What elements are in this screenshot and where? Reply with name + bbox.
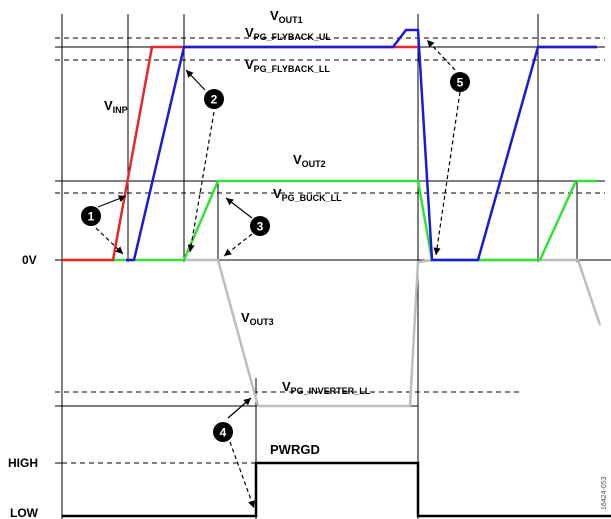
vpg-flyback-ul-label-main: V <box>245 25 254 40</box>
vout1-label-main: V <box>270 8 279 23</box>
low-label: LOW <box>10 506 39 519</box>
arrow-1b <box>95 227 124 255</box>
vpg-buck-ll-label-sub: PG_BUCK_LL <box>282 193 343 203</box>
vout1-trace <box>126 28 597 262</box>
vinp-label-main: V <box>104 98 113 113</box>
vpg-flyback-ul-label-sub: PG_FLYBACK_UL <box>254 32 332 42</box>
callout-badge-1: 1 <box>81 206 101 226</box>
vpg-flyback-ll-label-sub: PG_FLYBACK_LL <box>254 64 331 74</box>
vout3-label-sub: OUT3 <box>250 317 274 327</box>
vpg-inverter-ll-label: VPG_INVERTER_LL <box>282 379 371 396</box>
figure-id-label: 16424-053 <box>601 476 608 510</box>
callout-badge-5: 5 <box>450 72 470 92</box>
vout3-trace <box>184 258 602 408</box>
threshold-lines <box>55 37 605 464</box>
vout1-label-sub: OUT1 <box>279 15 303 25</box>
badge-1-text: 1 <box>88 210 95 224</box>
callout-arrows <box>95 39 461 509</box>
vout2-label: VOUT2 <box>293 152 326 169</box>
badge-2-text: 2 <box>211 93 218 107</box>
badge-5-text: 5 <box>457 76 464 90</box>
callout-badge-3: 3 <box>250 216 270 236</box>
badge-3-text: 3 <box>257 220 264 234</box>
vpg-flyback-ll-label-main: V <box>245 57 254 72</box>
vpg-buck-ll-label: VPG_BUCK_LL <box>273 186 342 203</box>
vout3-label-main: V <box>241 310 250 325</box>
arrow-2a <box>185 69 206 91</box>
pwrgd-label: PWRGD <box>270 442 320 457</box>
callout-badge-2: 2 <box>204 89 224 109</box>
vpg-inverter-ll-label-sub: PG_INVERTER_LL <box>291 386 371 396</box>
vout3-label: VOUT3 <box>241 310 274 327</box>
callout-badge-4: 4 <box>213 422 233 442</box>
vout2-label-main: V <box>293 152 302 167</box>
arrow-5b <box>433 91 461 256</box>
arrow-2b <box>187 111 215 253</box>
zero-volt-label: 0V <box>22 253 37 267</box>
vpg-inverter-ll-label-main: V <box>282 379 291 394</box>
vinp-trace <box>62 45 418 262</box>
reference-lines <box>55 46 611 464</box>
vpg-buck-ll-label-main: V <box>273 186 282 201</box>
arrow-4b <box>229 441 255 509</box>
arrow-5a <box>426 39 456 71</box>
arrow-3b <box>223 233 253 257</box>
vpg-flyback-ul-label: VPG_FLYBACK_UL <box>245 25 331 42</box>
vinp-label-sub: INP <box>113 105 128 115</box>
vout2-label-sub: OUT2 <box>302 159 326 169</box>
vpg-flyback-ll-label: VPG_FLYBACK_LL <box>245 57 330 74</box>
pwrgd-trace <box>62 461 611 518</box>
arrow-1a <box>97 195 127 208</box>
vout1-label: VOUT1 <box>270 8 303 25</box>
high-label: HIGH <box>8 456 38 470</box>
arrow-3a <box>225 197 253 219</box>
badge-4-text: 4 <box>220 426 227 440</box>
vinp-label: VINP <box>104 98 128 115</box>
arrow-4a <box>227 397 252 419</box>
